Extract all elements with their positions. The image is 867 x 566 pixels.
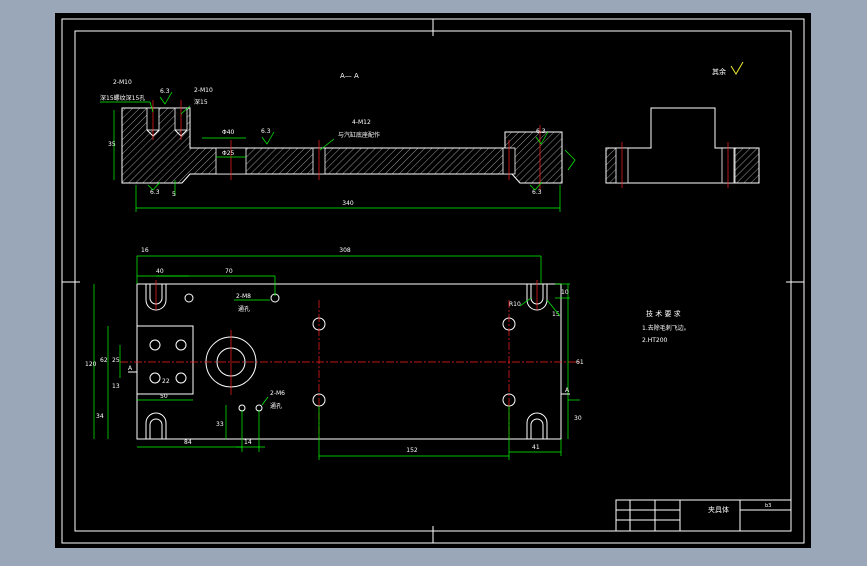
svg-text:6.3: 6.3 — [536, 128, 546, 135]
section-title: A— A — [340, 72, 359, 80]
dim-70: 70 — [225, 268, 233, 275]
roughness-symbol-3: 6.3 — [535, 128, 549, 145]
callout-hole-1: 4-M12 — [352, 119, 371, 126]
callout-m6-2: 通孔 — [270, 402, 282, 410]
dim-120: 120 — [85, 361, 97, 368]
dim-50: 50 — [160, 393, 168, 400]
roughness-note: 其余 — [712, 61, 744, 76]
svg-text:6.3: 6.3 — [532, 189, 542, 196]
dim-15: 15 — [552, 311, 560, 318]
plan-view: 308 16 40 70 120 62 25 13 34 22 50 33 84… — [85, 247, 584, 460]
dim-16: 16 — [141, 247, 149, 254]
callout-m8-2: 通孔 — [238, 305, 250, 313]
side-view — [605, 107, 760, 188]
dim-62: 62 — [100, 357, 108, 364]
roughness-symbol-5: 6.3 — [529, 181, 543, 196]
dim-33: 33 — [216, 421, 224, 428]
svg-text:6.3: 6.3 — [261, 128, 271, 135]
dim-25: 25 — [112, 357, 120, 364]
section-mark-a-right: A — [565, 387, 570, 394]
dim-small: 5 — [172, 191, 176, 198]
roughness-symbol-4: 6.3 — [147, 181, 161, 196]
tech-req-title: 技 术 要 求 — [646, 309, 681, 318]
tech-req-line2: 2.HT200 — [642, 337, 668, 344]
technical-requirements: 技 术 要 求 1.去除毛刺飞边。 2.HT200 — [642, 309, 690, 344]
callout-m8-1: 2-M8 — [236, 293, 251, 300]
dim-14: 14 — [244, 439, 252, 446]
callout-m6-1: 2-M6 — [270, 390, 285, 397]
dim-40: 40 — [156, 268, 164, 275]
title-block: 夹具体 b3 — [615, 499, 792, 532]
section-mark-a-left: A — [128, 365, 133, 372]
dim-height: 35 — [108, 141, 116, 148]
title-small-label: b3 — [765, 503, 771, 509]
dim-length: 340 — [342, 200, 354, 207]
section-view-a-a: A— A 340 35 Φ40 Φ25 5 2-M10 — [100, 72, 576, 212]
dim-34: 34 — [96, 413, 104, 420]
callout-mid-2: 深15 — [194, 98, 208, 106]
dim-61: 61 — [576, 359, 584, 366]
callout-left-2: 深15螺纹深15孔 — [100, 94, 145, 102]
dim-10: 10 — [561, 289, 569, 296]
part-name: 夹具体 — [708, 505, 729, 514]
svg-text:6.3: 6.3 — [150, 189, 160, 196]
svg-text:其余: 其余 — [712, 67, 726, 76]
tech-req-line1: 1.去除毛刺飞边。 — [642, 324, 690, 332]
roughness-symbol-1: 6.3 — [159, 88, 173, 105]
dim-84: 84 — [184, 439, 192, 446]
dim-d40: Φ40 — [222, 129, 235, 136]
dim-13: 13 — [112, 383, 120, 390]
callout-left-1: 2-M10 — [113, 79, 132, 86]
boss-outline — [136, 325, 194, 395]
dim-22: 22 — [162, 378, 170, 385]
svg-text:6.3: 6.3 — [160, 88, 170, 95]
callout-mid-1: 2-M10 — [194, 87, 213, 94]
dim-r10: R10 — [509, 301, 521, 308]
dim-30: 30 — [574, 415, 582, 422]
dim-152: 152 — [406, 447, 418, 454]
dim-41: 41 — [532, 444, 540, 451]
dim-308: 308 — [339, 247, 351, 254]
roughness-symbol-2: 6.3 — [261, 128, 275, 145]
dim-d25: Φ25 — [222, 150, 235, 157]
callout-hole-2: 与汽缸底座配作 — [338, 131, 380, 139]
